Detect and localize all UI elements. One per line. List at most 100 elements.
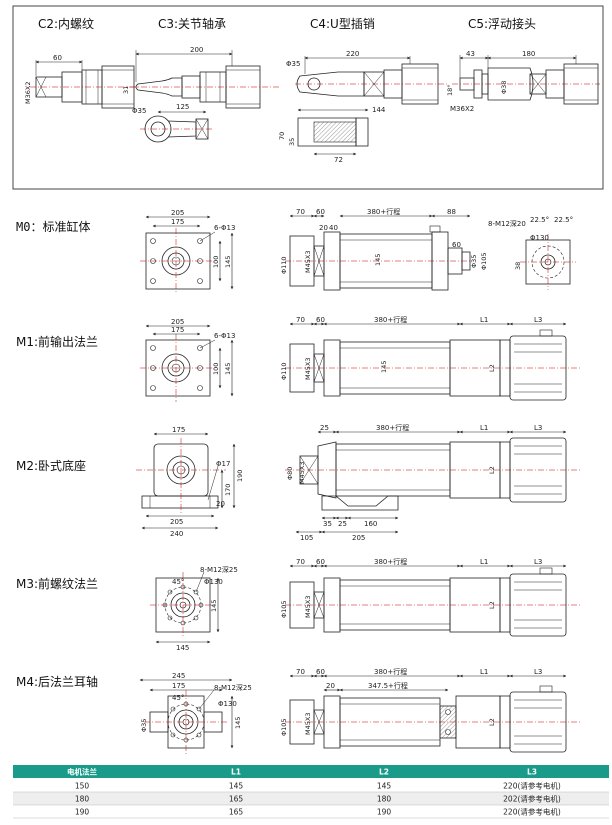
table-header-flange: 电机法兰: [67, 767, 97, 777]
m0-side-rod: 70: [296, 208, 305, 216]
m0-standard-body: M0：标准缸体 205 175 6-Φ13 100 145: [16, 207, 576, 294]
m1-side-l3: L3: [534, 316, 542, 324]
m3-front-angle: 45°: [172, 578, 184, 586]
m4-side-nose: 60: [316, 668, 325, 676]
c3-dim-eye-diameter: Φ35: [132, 107, 146, 115]
c4-u-clevis: C4:U型插销 Φ35 220 144 70 35 72: [278, 17, 448, 164]
m2-side-e: 205: [352, 534, 365, 542]
m1-side-rod: 70: [296, 316, 305, 324]
table-cell: 220(请参考电机): [503, 781, 561, 791]
m2-front-center-height: 170: [224, 484, 232, 496]
m3-front-pcd: Φ130: [204, 578, 223, 586]
m4-rear-flange-trunnion: M4:后法兰耳轴 245 175 8-M12深25 45° Φ130 Φ35 1…: [16, 667, 580, 754]
m0-side-b: 40: [329, 224, 338, 232]
table-header-l1: L1: [231, 768, 241, 777]
table-cell: 145: [377, 782, 392, 791]
m2-side-l3: L3: [534, 424, 542, 432]
c5-dim-angle: 18°: [446, 84, 454, 96]
m2-side-b: 25: [338, 520, 347, 528]
m1-front-height: 145: [224, 363, 232, 375]
m3-side-rod: 70: [296, 558, 305, 566]
m2-side-thread: M45X3: [298, 462, 306, 484]
c4-dim-lower-length: 144: [372, 106, 386, 114]
table-header-l2: L2: [379, 768, 389, 777]
table-cell: 202(请参考电机): [503, 794, 561, 804]
m0-front-hole-spacing: 175: [171, 218, 184, 226]
m0-end-pcd: Φ130: [530, 234, 549, 242]
c4-dim-width: 72: [334, 156, 343, 164]
m2-side-d: 105: [300, 534, 313, 542]
m4-front-height: 145: [234, 717, 242, 729]
m4-front-pcd: Φ130: [218, 700, 237, 708]
rod-end-options-panel: C2:内螺纹 60 M36X2 C3:关节轴承: [12, 5, 604, 190]
m2-front-hole-spacing: 205: [170, 518, 183, 526]
m2-side-nose-dia: Φ80: [286, 467, 294, 480]
m4-side-rod: 70: [296, 668, 305, 676]
m2-side-nose: 25: [320, 424, 329, 432]
m0-label: M0：标准缸体: [16, 219, 90, 234]
motor-flange-table: 电机法兰 L1 L2 L3 150 145 145 220(请参考电机) 180…: [13, 765, 609, 819]
m1-side-flange-dia: Φ110: [280, 362, 288, 380]
m2-front-hole-dia: Φ17: [216, 460, 230, 468]
m2-side-l2: L2: [488, 466, 496, 474]
m3-side-l3: L3: [534, 558, 542, 566]
c2-title: C2:内螺纹: [38, 17, 94, 31]
c3-dim-length: 200: [190, 46, 203, 54]
m1-side-stroke: 380+行程: [374, 315, 407, 324]
m2-front-base-thk: 20: [216, 500, 225, 508]
m4-front-trunnion-span: 175: [172, 682, 185, 690]
m4-side-l3: L3: [534, 668, 542, 676]
m3-side-stroke: 380+行程: [374, 557, 407, 566]
m4-front-holes: 8-M12深25: [214, 683, 252, 692]
m4-side-flange-dia: Φ105: [280, 718, 288, 736]
m0-side-height: 145: [374, 254, 382, 266]
m2-front-top-width: 175: [172, 426, 185, 434]
m4-front-angle: 45°: [172, 694, 184, 702]
m1-side-thread: M45X3: [304, 358, 312, 380]
c5-dim-diameter: Φ38: [500, 81, 508, 94]
m2-side-stroke: 380+行程: [376, 423, 409, 432]
m0-front-width: 205: [171, 209, 184, 217]
c2-dim-thread: M36X2: [24, 82, 32, 104]
m0-side-a: 20: [319, 224, 328, 232]
m3-side-l1: L1: [480, 558, 488, 566]
m3-front-height: 145: [210, 600, 218, 612]
m4-side-trunnion-pos: 347.5+行程: [368, 681, 408, 690]
m0-side-shaft: Φ35: [470, 255, 478, 268]
c3-rod-eye-bearing: C3:关节轴承 200 31 125 Φ35: [122, 16, 280, 143]
m0-side-flange: Φ105: [480, 252, 488, 270]
c3-dim-eye-length: 125: [176, 103, 189, 111]
table-header-l3: L3: [527, 768, 537, 777]
table-cell: 165: [229, 795, 244, 804]
m2-label: M2:卧式底座: [16, 458, 86, 473]
m0-side-stroke: 380+行程: [367, 207, 400, 216]
m0-end-offset: 38: [514, 262, 522, 270]
m0-end-holes: 8-M12深20: [488, 219, 526, 228]
table-cell: 180: [377, 795, 392, 804]
m1-side-l1: L1: [480, 316, 488, 324]
m3-side-l2: L2: [488, 601, 496, 609]
c5-floating-joint: C5:浮动接头 43 180 18° Φ38 M36X2: [446, 16, 600, 113]
m2-foot-mount: M2:卧式底座 175 Φ17 170 190 205 240 20: [16, 423, 580, 542]
m1-front-flange: M1:前输出法兰 205 175 6-Φ13 100 145: [16, 315, 580, 402]
m0-side-c: 60: [452, 241, 461, 249]
m0-front-holes: 6-Φ13: [214, 224, 235, 232]
c5-dim-thread: M36X2: [450, 105, 474, 113]
m4-side-a: 20: [326, 682, 335, 690]
m1-label: M1:前输出法兰: [16, 334, 98, 349]
m3-side-nose: 60: [316, 558, 325, 566]
m2-side-c: 160: [364, 520, 377, 528]
m4-front-total-width: 245: [172, 672, 185, 680]
m1-side-nose: 60: [316, 316, 325, 324]
table-cell: 150: [75, 782, 90, 791]
m0-side-rear: 88: [447, 208, 456, 216]
m1-front-width: 205: [171, 318, 184, 326]
m3-side-flange-dia: Φ105: [280, 600, 288, 618]
c5-dim-length: 180: [522, 50, 535, 58]
m2-side-l1: L1: [480, 424, 488, 432]
c4-dim-slot: 35: [288, 138, 296, 146]
m0-side-nose: 60: [316, 208, 325, 216]
m0-end-angle-2: 22.5°: [554, 216, 573, 224]
c3-title: C3:关节轴承: [158, 16, 226, 31]
m1-side-l2: L2: [488, 364, 496, 372]
